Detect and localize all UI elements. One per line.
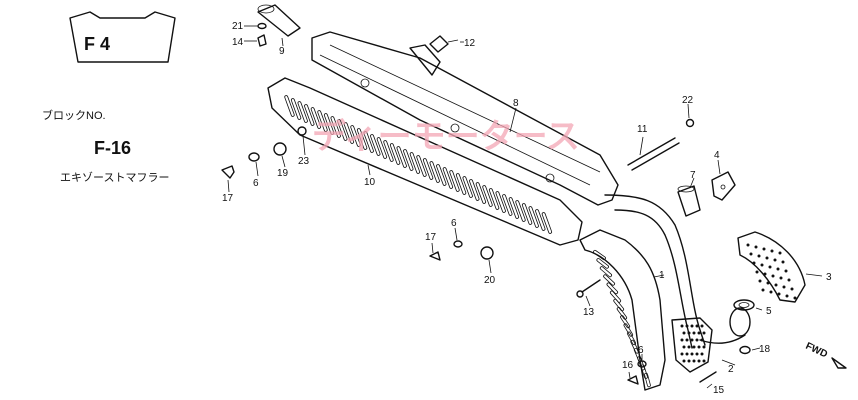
fastener-22 (685, 118, 695, 128)
perforated-shield (737, 231, 806, 303)
fastener-19 (273, 142, 287, 156)
label-9: 9 (279, 46, 285, 57)
label-18: 18 (759, 344, 771, 355)
label-21: 21 (232, 21, 244, 32)
leader-lines (227, 25, 823, 389)
heat-shield-lower (579, 229, 666, 391)
fastener-6c (637, 360, 647, 368)
label-17a: 17 (222, 193, 234, 204)
label-4: 4 (714, 150, 720, 161)
bracket (711, 171, 736, 201)
block-badge: F 4 (69, 11, 176, 63)
label-23: 23 (298, 156, 310, 167)
block-no: F-16 (94, 138, 131, 158)
part-labels: 1 2 3 4 5 6 6 6 7 8 9 10 11 12 13 14 15 … (222, 21, 832, 396)
label-19: 19 (277, 168, 289, 179)
fastener-14 (257, 34, 267, 47)
label-8: 8 (513, 98, 519, 109)
label-16: 16 (622, 360, 634, 371)
collar (677, 185, 701, 217)
label-7: 7 (690, 170, 696, 181)
exhaust-pipe (604, 194, 751, 349)
label-10: 10 (364, 177, 376, 188)
label-6b: 6 (451, 218, 457, 229)
fastener-21 (257, 22, 267, 30)
label-20: 20 (484, 275, 496, 286)
fastener-17b (429, 251, 441, 261)
section-title: エキゾーストマフラー (60, 171, 169, 184)
block-badge-text: F 4 (84, 34, 110, 54)
label-3: 3 (826, 272, 832, 283)
fastener-15 (699, 371, 717, 383)
label-6c: 6 (638, 345, 644, 356)
fastener-6b (453, 240, 463, 248)
label-5: 5 (766, 306, 772, 317)
fwd-arrow: FWD (804, 341, 847, 369)
label-14: 14 (232, 37, 244, 48)
heat-shield-main (267, 77, 583, 246)
bolt-12 (429, 35, 459, 53)
heat-shield-slots (284, 95, 553, 234)
fastener-23 (297, 126, 307, 136)
block-no-label: ブロックNO. (42, 108, 106, 122)
perforated-guard (671, 317, 713, 373)
shield-holes (746, 243, 797, 300)
guard-holes (680, 324, 706, 363)
label-12: 12 (464, 38, 476, 49)
label-11: 11 (637, 124, 648, 135)
label-15: 15 (713, 385, 725, 396)
stud-bolt (627, 137, 680, 171)
label-22: 22 (682, 95, 694, 106)
label-13: 13 (583, 307, 595, 318)
fwd-label: FWD (804, 341, 829, 361)
fastener-6a (248, 152, 260, 162)
label-17b: 17 (425, 232, 437, 243)
label-2: 2 (728, 364, 734, 375)
watermark: ディーモータース (312, 117, 580, 157)
fastener-13 (576, 279, 601, 298)
tail-pipe (257, 4, 301, 37)
fastener-16 (627, 375, 639, 385)
fastener-18 (739, 345, 751, 355)
label-6a: 6 (253, 178, 259, 189)
fastener-20 (480, 246, 494, 260)
fastener-17a (221, 165, 235, 179)
label-1: 1 (659, 270, 665, 281)
muffler-body (311, 31, 619, 206)
gasket (733, 299, 755, 311)
